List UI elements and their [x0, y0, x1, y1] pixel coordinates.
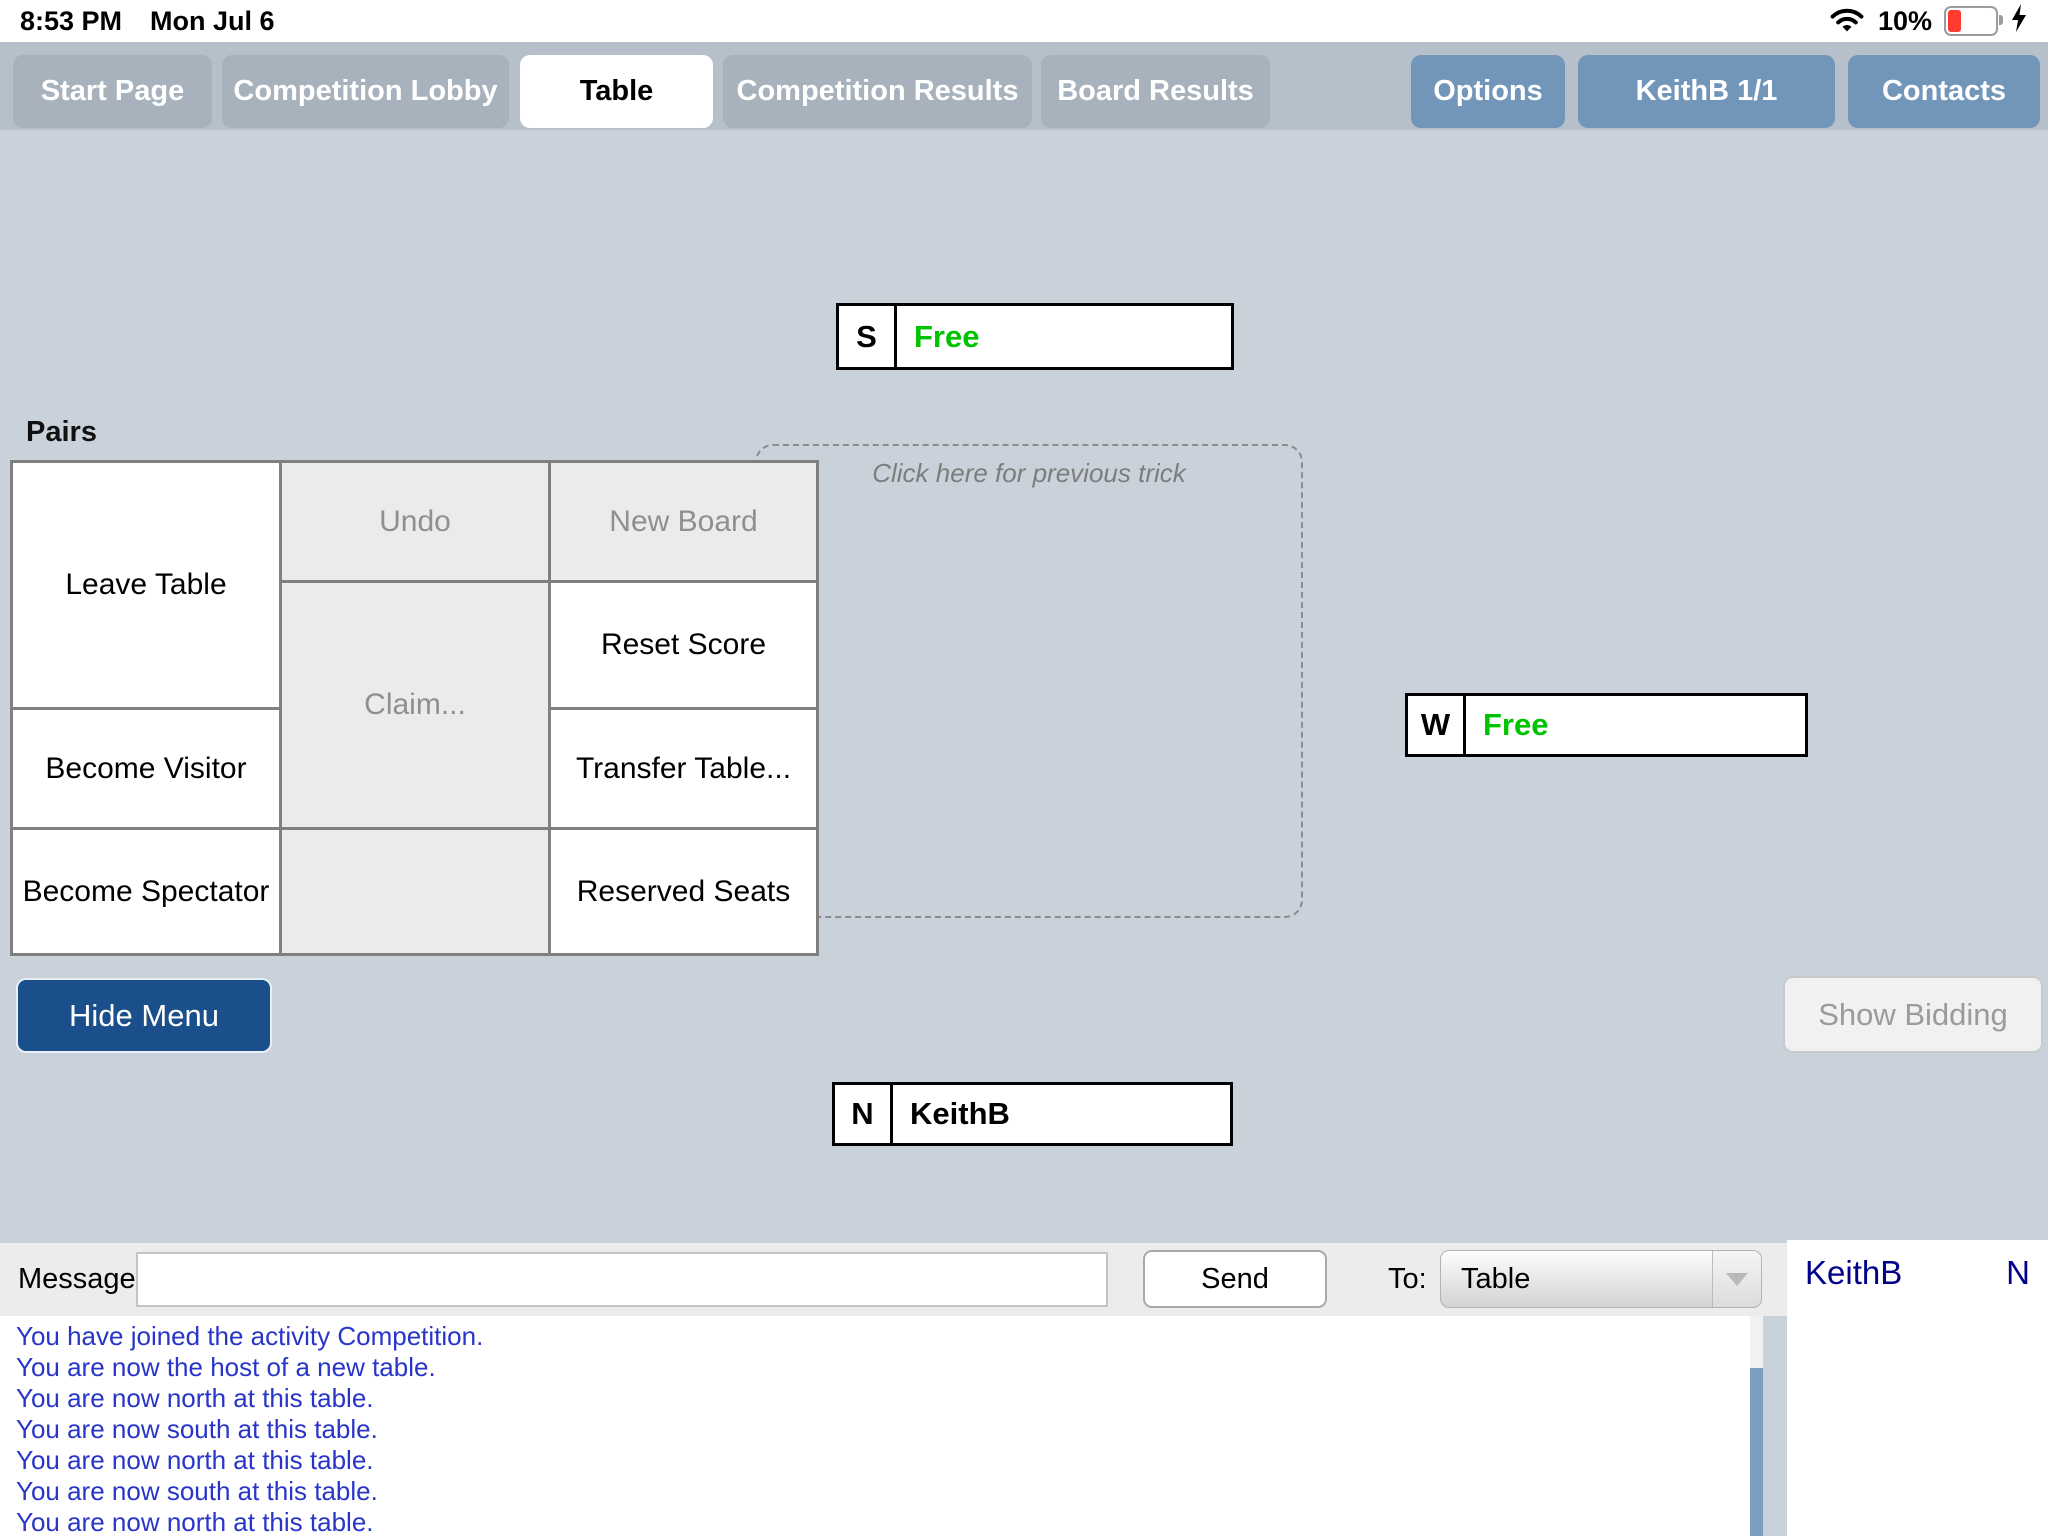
battery-icon	[1944, 6, 2003, 36]
reserved-seats-button[interactable]: Reserved Seats	[551, 830, 816, 953]
chat-message: You are now south at this table.	[16, 1414, 378, 1444]
chat-message: You are now north at this table.	[16, 1507, 374, 1536]
status-bar: 8:53 PM Mon Jul 6 10%	[0, 0, 2048, 42]
roster-row: KeithB N	[1805, 1254, 2030, 1292]
roster-player-seat: N	[2006, 1254, 2030, 1291]
wifi-icon	[1828, 7, 1866, 35]
recipient-select[interactable]: Table	[1440, 1250, 1762, 1308]
chat-scrollbar-thumb[interactable]	[1750, 1368, 1763, 1536]
chat-log: You have joined the activity Competition…	[0, 1316, 1750, 1536]
seat-north[interactable]: N KeithB	[832, 1082, 1233, 1146]
seat-north-occupant: KeithB	[910, 1096, 1010, 1131]
hide-menu-button[interactable]: Hide Menu	[16, 978, 272, 1053]
leave-table-button[interactable]: Leave Table	[13, 463, 279, 707]
battery-fill-low	[1948, 10, 1961, 32]
tab-bar: Start Page Competition Lobby Table Compe…	[0, 42, 2048, 130]
seat-west-occupant: Free	[1483, 707, 1549, 742]
new-board-button: New Board	[551, 463, 816, 580]
battery-percent: 10%	[1877, 5, 1932, 36]
user-status-button[interactable]: KeithB 1/1	[1578, 55, 1835, 128]
chat-message: You are now south at this table.	[16, 1476, 378, 1506]
seat-west-letter: W	[1408, 696, 1466, 754]
menu-empty-cell	[282, 830, 548, 953]
tab-start-page[interactable]: Start Page	[13, 55, 212, 128]
tab-board-results[interactable]: Board Results	[1041, 55, 1270, 128]
clock-date: Mon Jul 6	[150, 5, 275, 36]
tab-table[interactable]: Table	[520, 55, 713, 128]
chat-message: You are now north at this table.	[16, 1383, 374, 1413]
to-label: To:	[1388, 1263, 1427, 1295]
chevron-down-icon	[1712, 1251, 1761, 1307]
charging-bolt-icon	[2010, 3, 2028, 39]
tab-competition-lobby[interactable]: Competition Lobby	[222, 55, 509, 128]
transfer-table-button[interactable]: Transfer Table...	[551, 710, 816, 827]
chat-message: You have joined the activity Competition…	[16, 1321, 484, 1351]
message-bar: Message: Send To: Table	[0, 1243, 1787, 1316]
chat-message: You are now north at this table.	[16, 1445, 374, 1475]
become-visitor-button[interactable]: Become Visitor	[13, 710, 279, 827]
message-label: Message:	[18, 1263, 144, 1295]
contacts-button[interactable]: Contacts	[1848, 55, 2040, 128]
send-button[interactable]: Send	[1143, 1250, 1327, 1308]
previous-trick-hint: Click here for previous trick	[872, 458, 1186, 488]
recipient-selected-value: Table	[1461, 1262, 1531, 1295]
previous-trick-zone[interactable]: Click here for previous trick	[755, 444, 1303, 918]
options-button[interactable]: Options	[1411, 55, 1565, 128]
seat-north-letter: N	[835, 1085, 893, 1143]
seat-south-occupant: Free	[914, 318, 980, 354]
seat-west[interactable]: W Free	[1405, 693, 1808, 757]
chat-message: You are now the host of a new table.	[16, 1352, 436, 1382]
roster-panel: KeithB N	[1787, 1240, 2048, 1536]
show-bidding-button: Show Bidding	[1783, 976, 2043, 1053]
section-label-pairs: Pairs	[26, 416, 97, 448]
table-menu-grid: Leave Table Undo New Board Claim... Rese…	[10, 460, 819, 956]
roster-player-name: KeithB	[1805, 1254, 1903, 1291]
tab-competition-results[interactable]: Competition Results	[723, 55, 1032, 128]
undo-button: Undo	[282, 463, 548, 580]
become-spectator-button[interactable]: Become Spectator	[13, 830, 279, 953]
seat-south[interactable]: S Free	[836, 303, 1234, 370]
reset-score-button[interactable]: Reset Score	[551, 583, 816, 707]
claim-button: Claim...	[282, 583, 548, 827]
clock-time: 8:53 PM	[20, 5, 123, 36]
seat-south-letter: S	[839, 306, 897, 367]
message-input[interactable]	[136, 1252, 1108, 1307]
